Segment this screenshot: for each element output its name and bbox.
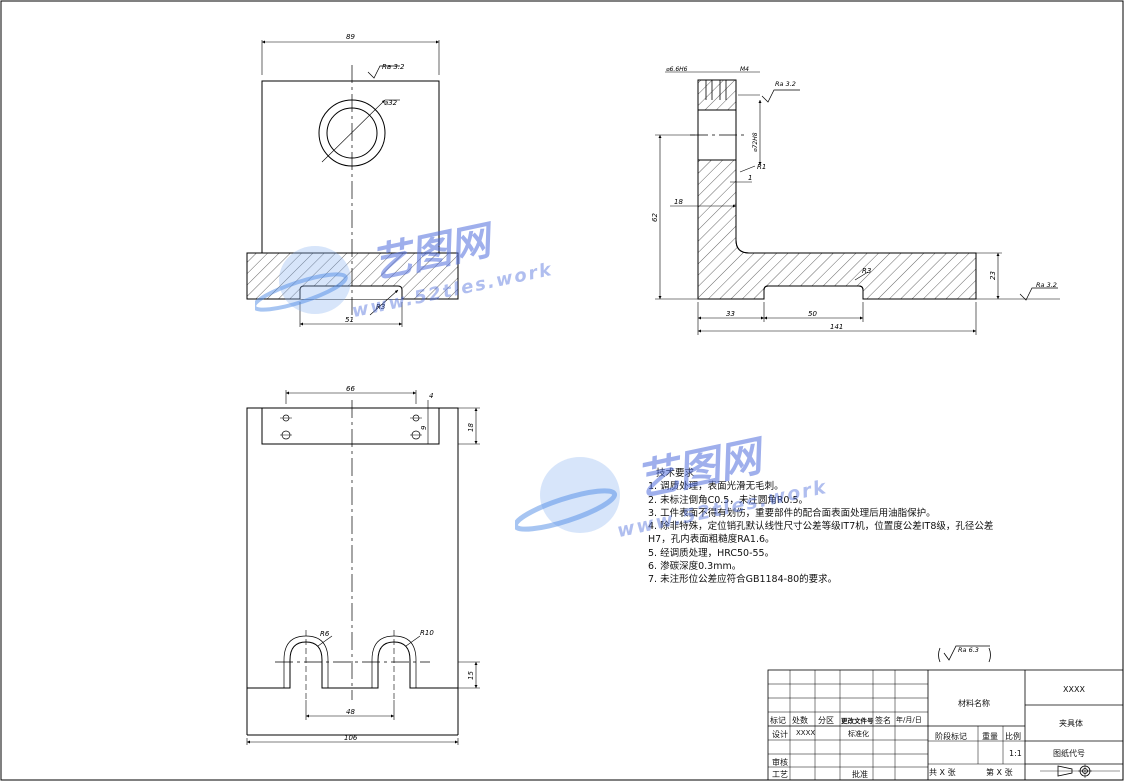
tb-count: 处数 bbox=[792, 716, 808, 725]
tb-approve: 批准 bbox=[852, 770, 868, 779]
front-r10-dim: R10 bbox=[420, 629, 434, 637]
tb-weight: 重量 bbox=[982, 732, 998, 741]
front-pitch-dim: 9 bbox=[420, 425, 428, 430]
top-slot-dim: 51 bbox=[345, 316, 354, 324]
side-roughness-top: Ra 3.2 bbox=[775, 80, 796, 88]
tb-date: 年/月/日 bbox=[896, 716, 922, 724]
tb-scale-label: 比例 bbox=[1005, 732, 1021, 741]
front-slot-h-dim: 15 bbox=[467, 671, 475, 680]
side-view bbox=[655, 71, 1060, 335]
tech-req-title: 技术要求 bbox=[656, 468, 695, 479]
tb-scale: 1:1 bbox=[1009, 749, 1022, 758]
tb-drawing-no: 图纸代号 bbox=[1053, 749, 1085, 758]
side-left-len-dim: 33 bbox=[726, 310, 735, 318]
top-width-dim: 89 bbox=[346, 33, 355, 41]
side-thread-left: ⌀6.6H6 bbox=[666, 66, 688, 73]
tech-req-item: 5. 经调质处理，HRC50-55。 bbox=[648, 547, 775, 559]
side-step-dim: 1 bbox=[748, 174, 752, 182]
tb-sheets-total: 共 X 张 bbox=[929, 768, 956, 777]
front-hole-spacing-dim: 66 bbox=[346, 385, 355, 393]
top-view bbox=[246, 40, 459, 327]
side-total-len-dim: 141 bbox=[830, 323, 843, 331]
top-roughness: Ra 3.2 bbox=[382, 63, 405, 71]
tb-material: 材料名称 bbox=[958, 699, 990, 708]
tb-sheets-current: 第 X 张 bbox=[986, 768, 1013, 777]
tb-company: XXXX bbox=[1063, 685, 1085, 694]
top-radius-dim: R3 bbox=[376, 303, 385, 311]
tb-part-name: 夹具体 bbox=[1059, 719, 1083, 728]
side-boss-dim: 18 bbox=[674, 198, 683, 206]
tb-design-name: XXXX bbox=[796, 729, 816, 737]
tech-req-item: 4. 除非特殊，定位销孔默认线性尺寸公差等级IT7机，位置度公差IT8级，孔径公… bbox=[648, 521, 994, 533]
front-view bbox=[246, 390, 480, 745]
title-block bbox=[767, 669, 1124, 781]
general-roughness-symbol bbox=[938, 645, 991, 663]
side-base-roughness: Ra 3.2 bbox=[1036, 281, 1057, 289]
side-slot-len-dim: 50 bbox=[808, 310, 817, 318]
side-r1-dim: R1 bbox=[757, 163, 766, 171]
tech-req-item: H7，孔内表面粗糙度RA1.6。 bbox=[648, 534, 775, 546]
side-thread-right: M4 bbox=[740, 66, 749, 73]
front-edge-dim: 4 bbox=[429, 392, 433, 400]
front-center-dist-dim: 48 bbox=[346, 708, 355, 716]
tb-sign: 签名 bbox=[875, 716, 891, 725]
tb-zone: 分区 bbox=[818, 716, 834, 725]
tb-change-doc: 更改文件号 bbox=[841, 717, 874, 725]
tb-design: 设计 bbox=[772, 730, 788, 739]
front-total-dim: 106 bbox=[344, 734, 358, 742]
technical-requirements: 技术要求 1. 调质处理，表面光滑无毛刺。 2. 未标注倒角C0.5，未注圆角R… bbox=[648, 467, 1028, 587]
side-r3-dim: R3 bbox=[862, 267, 871, 275]
tech-req-item: 7. 未注形位公差应符合GB1184-80的要求。 bbox=[648, 574, 838, 586]
side-height-dim: 62 bbox=[651, 213, 659, 222]
tech-req-item: 3. 工件表面不得有划伤，重要部件的配合面表面处理后用油脂保护。 bbox=[648, 507, 936, 519]
tb-process: 工艺 bbox=[772, 770, 788, 779]
tb-stage-mark: 阶段标记 bbox=[935, 732, 967, 741]
tech-req-item: 2. 未标注倒角C0.5，未注圆角R0.5。 bbox=[648, 494, 809, 506]
tb-check: 审核 bbox=[772, 758, 788, 767]
front-r6-dim: R6 bbox=[320, 630, 330, 638]
general-roughness-label: Ra 6.3 bbox=[958, 646, 979, 654]
tech-req-item: 1. 调质处理，表面光滑无毛刺。 bbox=[648, 481, 784, 493]
side-base-h-dim: 23 bbox=[989, 271, 997, 280]
tb-standard: 标准化 bbox=[848, 730, 869, 738]
front-depth-dim: 18 bbox=[467, 423, 475, 432]
side-bore-dim: ⌀72H8 bbox=[752, 132, 759, 152]
tb-mark: 标记 bbox=[770, 716, 786, 725]
tech-req-item: 6. 渗碳深度0.3mm。 bbox=[648, 561, 742, 573]
top-hole-dim: ⌀32 bbox=[384, 99, 398, 107]
